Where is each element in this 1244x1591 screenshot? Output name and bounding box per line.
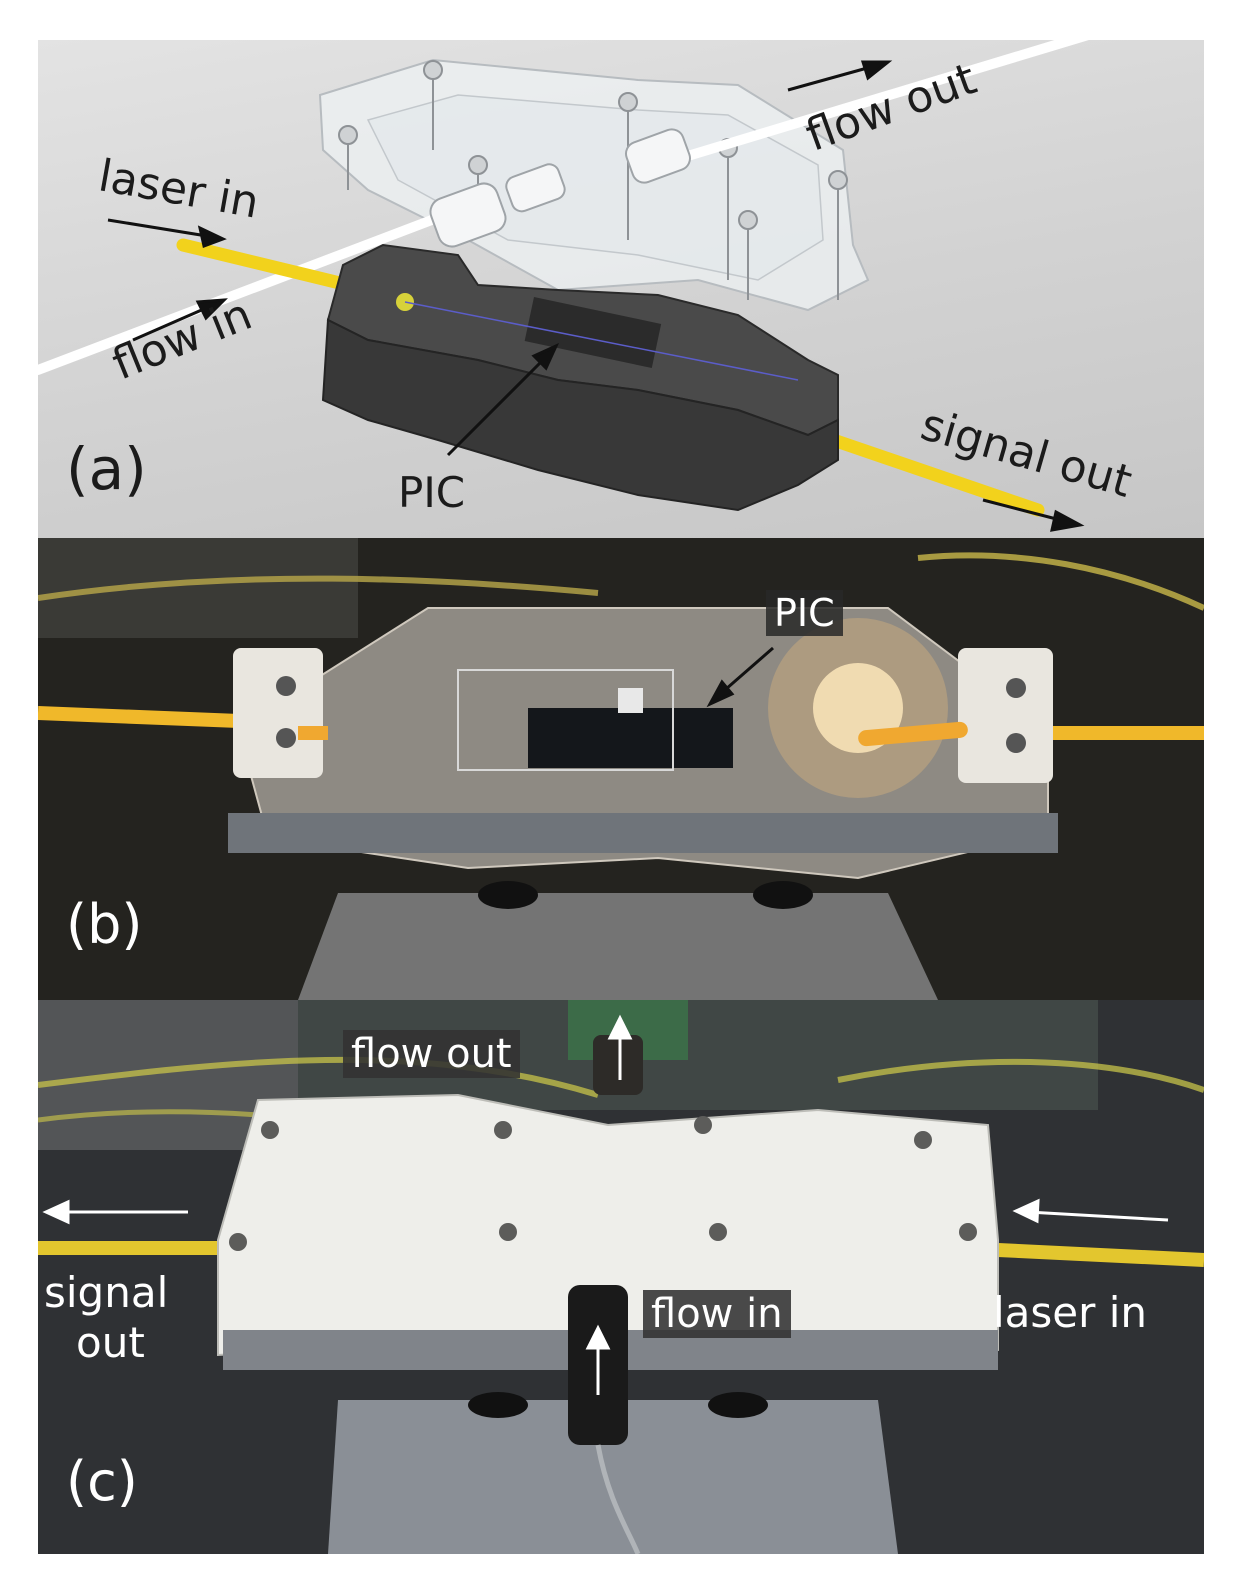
- panel-tag: (b): [66, 893, 143, 956]
- pic-arrow: [706, 646, 774, 708]
- signal-out-fiber: [806, 426, 1045, 517]
- panel-tag: (c): [66, 1450, 138, 1513]
- pic-chip: [524, 296, 662, 369]
- tube-fittings: [429, 128, 691, 248]
- right-clamp: [958, 648, 1053, 783]
- signal-out-label-line1: signal: [44, 1268, 169, 1317]
- lid-screws: [229, 1116, 977, 1251]
- panel-tag: (a): [66, 435, 147, 503]
- panel-c-drawing: [38, 1000, 1204, 1554]
- flow-in-tube: [38, 205, 463, 375]
- signal-out-label-line2: out: [76, 1318, 145, 1367]
- clear-base: [298, 893, 938, 1000]
- annotation-arrows: [107, 60, 1085, 532]
- panel-c-photo: flow out flow in laser in signal out (c): [38, 1000, 1204, 1554]
- fiber-right: [997, 1243, 1204, 1267]
- laser-in-label: laser in: [993, 1288, 1148, 1337]
- panel-a-render: laser in flow in flow out signal out PIC…: [38, 40, 1204, 538]
- laser-in-fiber: [176, 238, 355, 292]
- fiber-background: [38, 575, 599, 601]
- pic-label: PIC: [766, 590, 843, 636]
- aluminum-base: [328, 1400, 898, 1554]
- panel-b-drawing: [38, 538, 1204, 1000]
- fiber-background: [38, 1056, 599, 1098]
- left-clamp: [233, 648, 323, 778]
- panel-b-photo: PIC (b): [38, 538, 1204, 1000]
- waveguide-line: [404, 301, 799, 381]
- flow-out-label: flow out: [343, 1030, 520, 1078]
- annotation-arrows: [42, 1014, 1169, 1395]
- pic-highlight-box: [457, 669, 674, 771]
- pic-chip: [528, 708, 733, 768]
- flow-out-tube: [653, 40, 1089, 170]
- flow-in-label: flow in: [643, 1290, 791, 1338]
- flow-out-fitting: [593, 1035, 643, 1095]
- pic-label: PIC: [398, 468, 466, 517]
- aluminum-plate: [228, 813, 1058, 853]
- panel-a-drawing: [38, 40, 1089, 532]
